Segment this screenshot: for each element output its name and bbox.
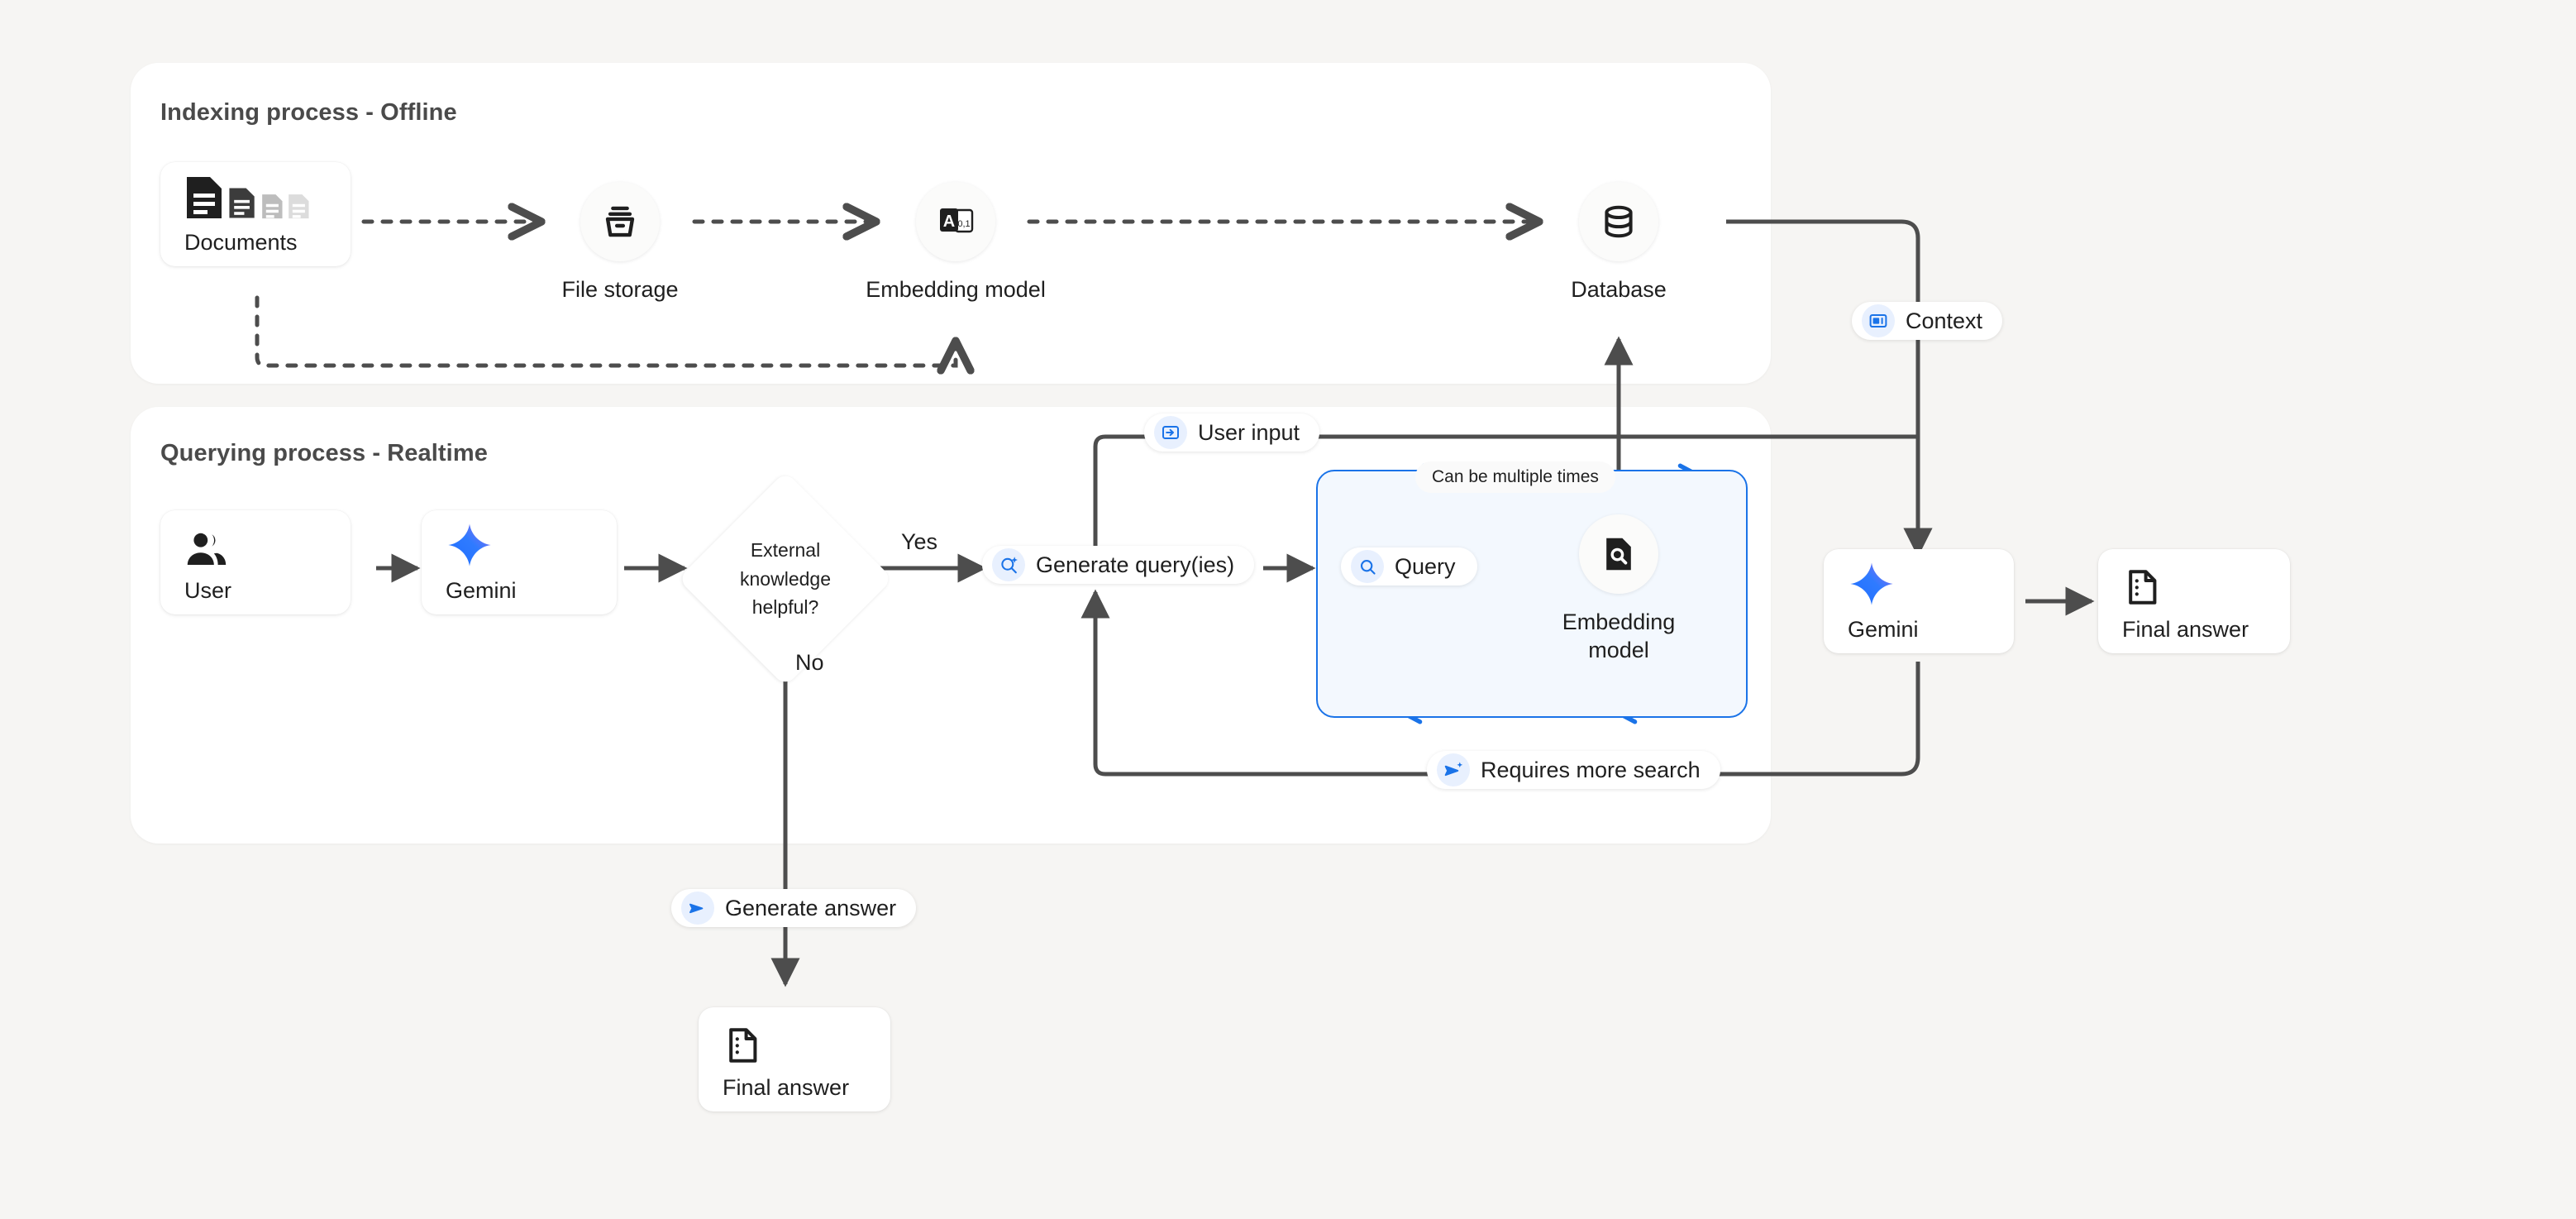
loop-embedding-line-1: Embedding (1562, 610, 1676, 634)
document-search-icon (1579, 514, 1658, 594)
database-node[interactable]: Database (1539, 182, 1698, 304)
edge-label-yes: Yes (901, 529, 938, 554)
user-input-pill[interactable]: User input (1144, 414, 1320, 452)
database-icon (1579, 182, 1658, 261)
query-pill-label: Query (1395, 553, 1456, 579)
svg-text:0,1: 0,1 (957, 219, 970, 229)
generate-answer-pill[interactable]: Generate answer (671, 889, 917, 927)
panel-querying-title: Querying process - Realtime (160, 440, 488, 466)
database-label: Database (1571, 277, 1667, 302)
decision-external-knowledge[interactable]: External knowledge helpful? (677, 471, 894, 687)
loop-embedding-line-2: model (1588, 637, 1649, 662)
generate-queries-pill[interactable]: Generate query(ies) (982, 546, 1255, 584)
send-sparkle-icon (1437, 753, 1470, 786)
user-group-icon (185, 520, 351, 568)
article-icon (1862, 304, 1895, 337)
archive-icon (580, 182, 660, 261)
bottom-final-answer-card-label: Final answer (723, 1075, 850, 1101)
documents-card[interactable]: Documents (160, 162, 351, 266)
bottom-final-answer-card[interactable]: Final answer (699, 1007, 890, 1111)
generate-answer-pill-label: Generate answer (725, 895, 897, 920)
context-pill-label: Context (1906, 308, 1983, 333)
file-storage-label: File storage (561, 277, 679, 302)
gemini-sparkle-icon (1849, 559, 2014, 607)
file-storage-node[interactable]: File storage (541, 182, 699, 304)
documents-icon (185, 172, 351, 220)
user-input-pill-label: User input (1198, 419, 1300, 445)
context-pill[interactable]: Context (1852, 302, 2003, 340)
answer-doc-icon (2123, 559, 2290, 607)
gemini-card[interactable]: Gemini (422, 510, 617, 614)
generate-queries-pill-label: Generate query(ies) (1036, 552, 1235, 577)
final-answer-card-label: Final answer (2122, 617, 2249, 643)
final-answer-card[interactable]: Final answer (2098, 549, 2290, 653)
query-pill[interactable]: Query (1341, 547, 1477, 586)
search-icon (1351, 550, 1384, 583)
decision-line-2: knowledge (740, 567, 831, 590)
panel-indexing-title: Indexing process - Offline (160, 99, 457, 126)
gemini-card-label: Gemini (446, 578, 517, 604)
decision-line-3: helpful? (751, 596, 819, 619)
send-icon (681, 892, 714, 925)
final-gemini-card-label: Gemini (1848, 617, 1919, 643)
gemini-sparkle-icon (446, 520, 617, 568)
user-card-label: User (184, 578, 232, 604)
retrieval-loop-box (1316, 470, 1748, 718)
embedding-model-label: Embedding model (866, 277, 1046, 302)
input-arrow-icon (1154, 416, 1187, 449)
documents-card-label: Documents (184, 230, 298, 256)
edge-label-no: No (795, 650, 824, 675)
loop-embedding-model-label: Embedding model (1562, 609, 1676, 665)
requires-more-search-pill[interactable]: Requires more search (1427, 751, 1720, 789)
decision-line-1: External (750, 539, 821, 562)
loop-note-label: Can be multiple times (1415, 461, 1615, 493)
svg-text:A: A (943, 213, 955, 231)
requires-more-search-pill-label: Requires more search (1481, 757, 1701, 782)
embedding-model-node[interactable]: 0,1 A Embedding model (866, 182, 1046, 304)
text-to-vector-icon: 0,1 A (916, 182, 995, 261)
user-card[interactable]: User (160, 510, 351, 614)
final-gemini-card[interactable]: Gemini (1824, 549, 2014, 653)
decision-text: External knowledge helpful? (709, 503, 861, 655)
answer-doc-icon (723, 1017, 890, 1065)
search-sparkle-icon (992, 548, 1025, 581)
loop-embedding-model-node[interactable]: Embedding model (1561, 514, 1677, 665)
